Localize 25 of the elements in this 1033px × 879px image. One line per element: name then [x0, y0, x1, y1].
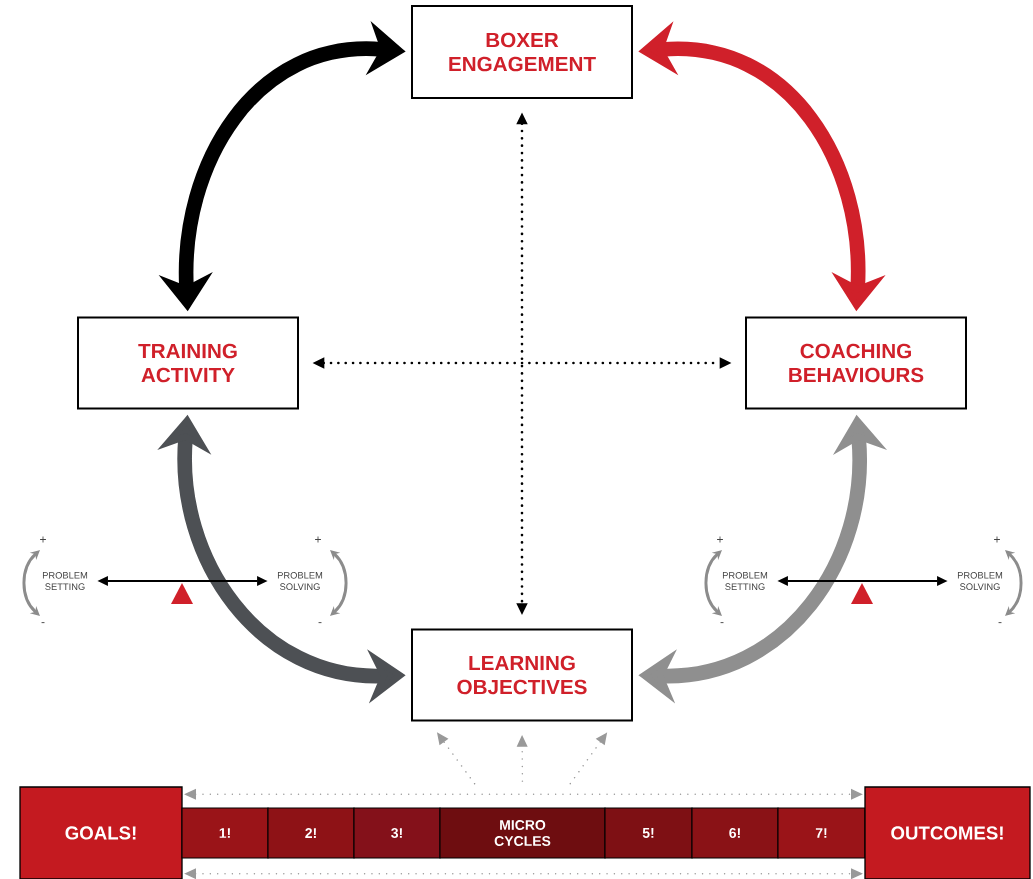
- sign-label: +: [40, 536, 46, 543]
- seesaw-label: PROBLEM SOLVING: [957, 572, 1003, 590]
- cycle-cell: 3!: [353, 807, 441, 859]
- cycle-cell: 7!: [777, 807, 866, 859]
- sign-label: +: [315, 536, 321, 543]
- cycle-cell: 2!: [267, 807, 355, 859]
- seesaw-label: PROBLEM SETTING: [42, 572, 88, 590]
- concept-box: LEARNING OBJECTIVES: [411, 628, 633, 722]
- concept-box: BOXER ENGAGEMENT: [411, 5, 633, 99]
- sign-label: -: [998, 622, 1002, 624]
- sign-label: +: [994, 536, 1000, 543]
- concept-box: COACHING BEHAVIOURS: [745, 316, 967, 410]
- sign-label: -: [41, 622, 45, 624]
- cycle-cell: MICRO CYCLES: [439, 807, 606, 859]
- seesaw-label: PROBLEM SETTING: [722, 572, 768, 590]
- sign-label: -: [318, 622, 322, 624]
- seesaw-label: PROBLEM SOLVING: [277, 572, 323, 590]
- sign-label: -: [720, 622, 724, 624]
- cycle-cell: 5!: [604, 807, 693, 859]
- end-box: OUTCOMES!: [864, 786, 1031, 879]
- sign-label: +: [717, 536, 723, 543]
- cycle-cell: 1!: [181, 807, 269, 859]
- concept-box: TRAINING ACTIVITY: [77, 316, 299, 410]
- cycle-cell: 6!: [691, 807, 779, 859]
- end-box: GOALS!: [19, 786, 183, 879]
